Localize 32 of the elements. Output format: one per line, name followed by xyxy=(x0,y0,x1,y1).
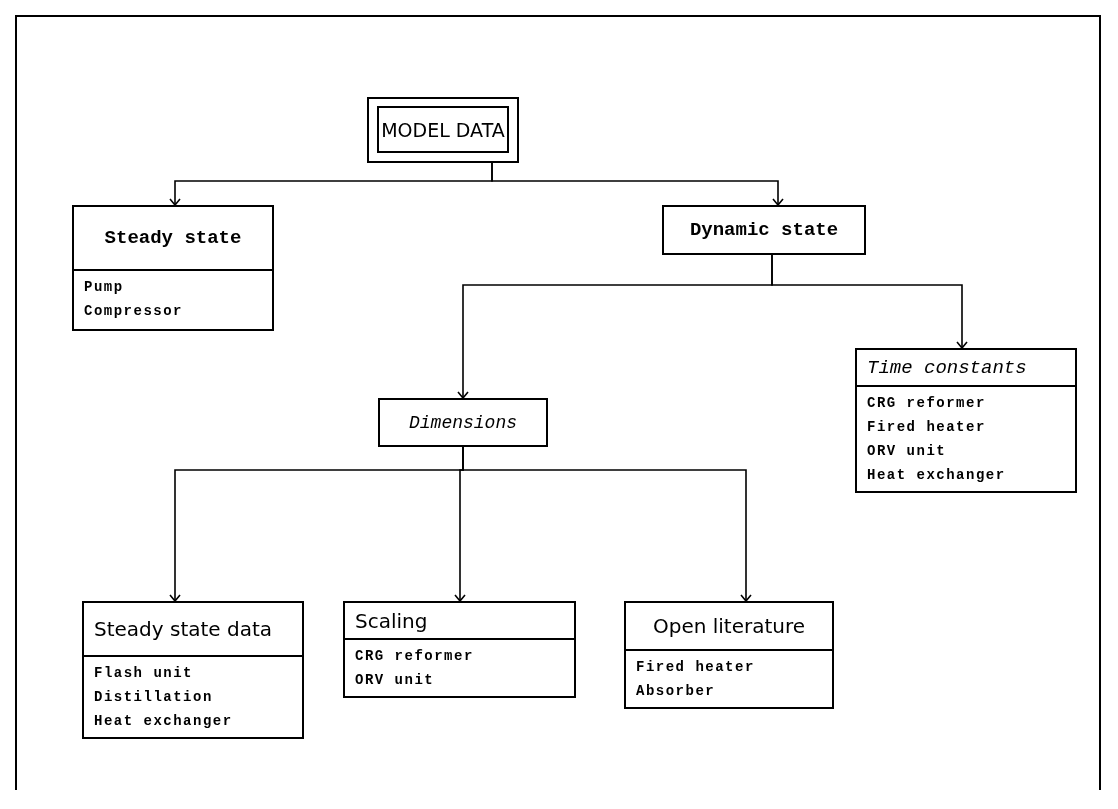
box-heading: Dynamic state xyxy=(689,219,839,241)
connector-arrow xyxy=(462,446,752,602)
title-box xyxy=(367,97,519,163)
box-heading: Time constants xyxy=(867,356,1027,379)
category-box xyxy=(72,205,274,331)
list-item: CRG reformer xyxy=(355,647,475,666)
title-text: MODEL DATA xyxy=(381,118,505,141)
box-heading: Dimensions xyxy=(409,412,517,433)
category-box xyxy=(855,348,1077,493)
list-item: Heat exchanger xyxy=(94,712,234,731)
category-box xyxy=(82,601,304,739)
list-item: ORV unit xyxy=(867,442,948,461)
list-item: Pump xyxy=(84,278,125,297)
heading-box xyxy=(378,398,548,447)
box-heading: Steady state data xyxy=(94,617,273,641)
list-item: CRG reformer xyxy=(867,394,987,413)
box-heading: Steady state xyxy=(104,227,242,249)
list-item: Fired heater xyxy=(636,658,756,677)
list-item: Flash unit xyxy=(94,664,194,683)
box-heading: Open literature xyxy=(652,614,806,638)
connector-arrow xyxy=(771,254,968,349)
list-item: Compressor xyxy=(84,302,184,321)
category-box xyxy=(624,601,834,709)
category-box xyxy=(343,601,576,698)
box-heading: Scaling xyxy=(355,608,428,633)
list-item: Distillation xyxy=(94,688,214,707)
list-item: Heat exchanger xyxy=(867,466,1007,485)
heading-box xyxy=(662,205,866,255)
connector-arrow xyxy=(491,162,784,206)
list-item: Absorber xyxy=(636,682,717,701)
list-item: ORV unit xyxy=(355,671,436,690)
list-item: Fired heater xyxy=(867,418,987,437)
